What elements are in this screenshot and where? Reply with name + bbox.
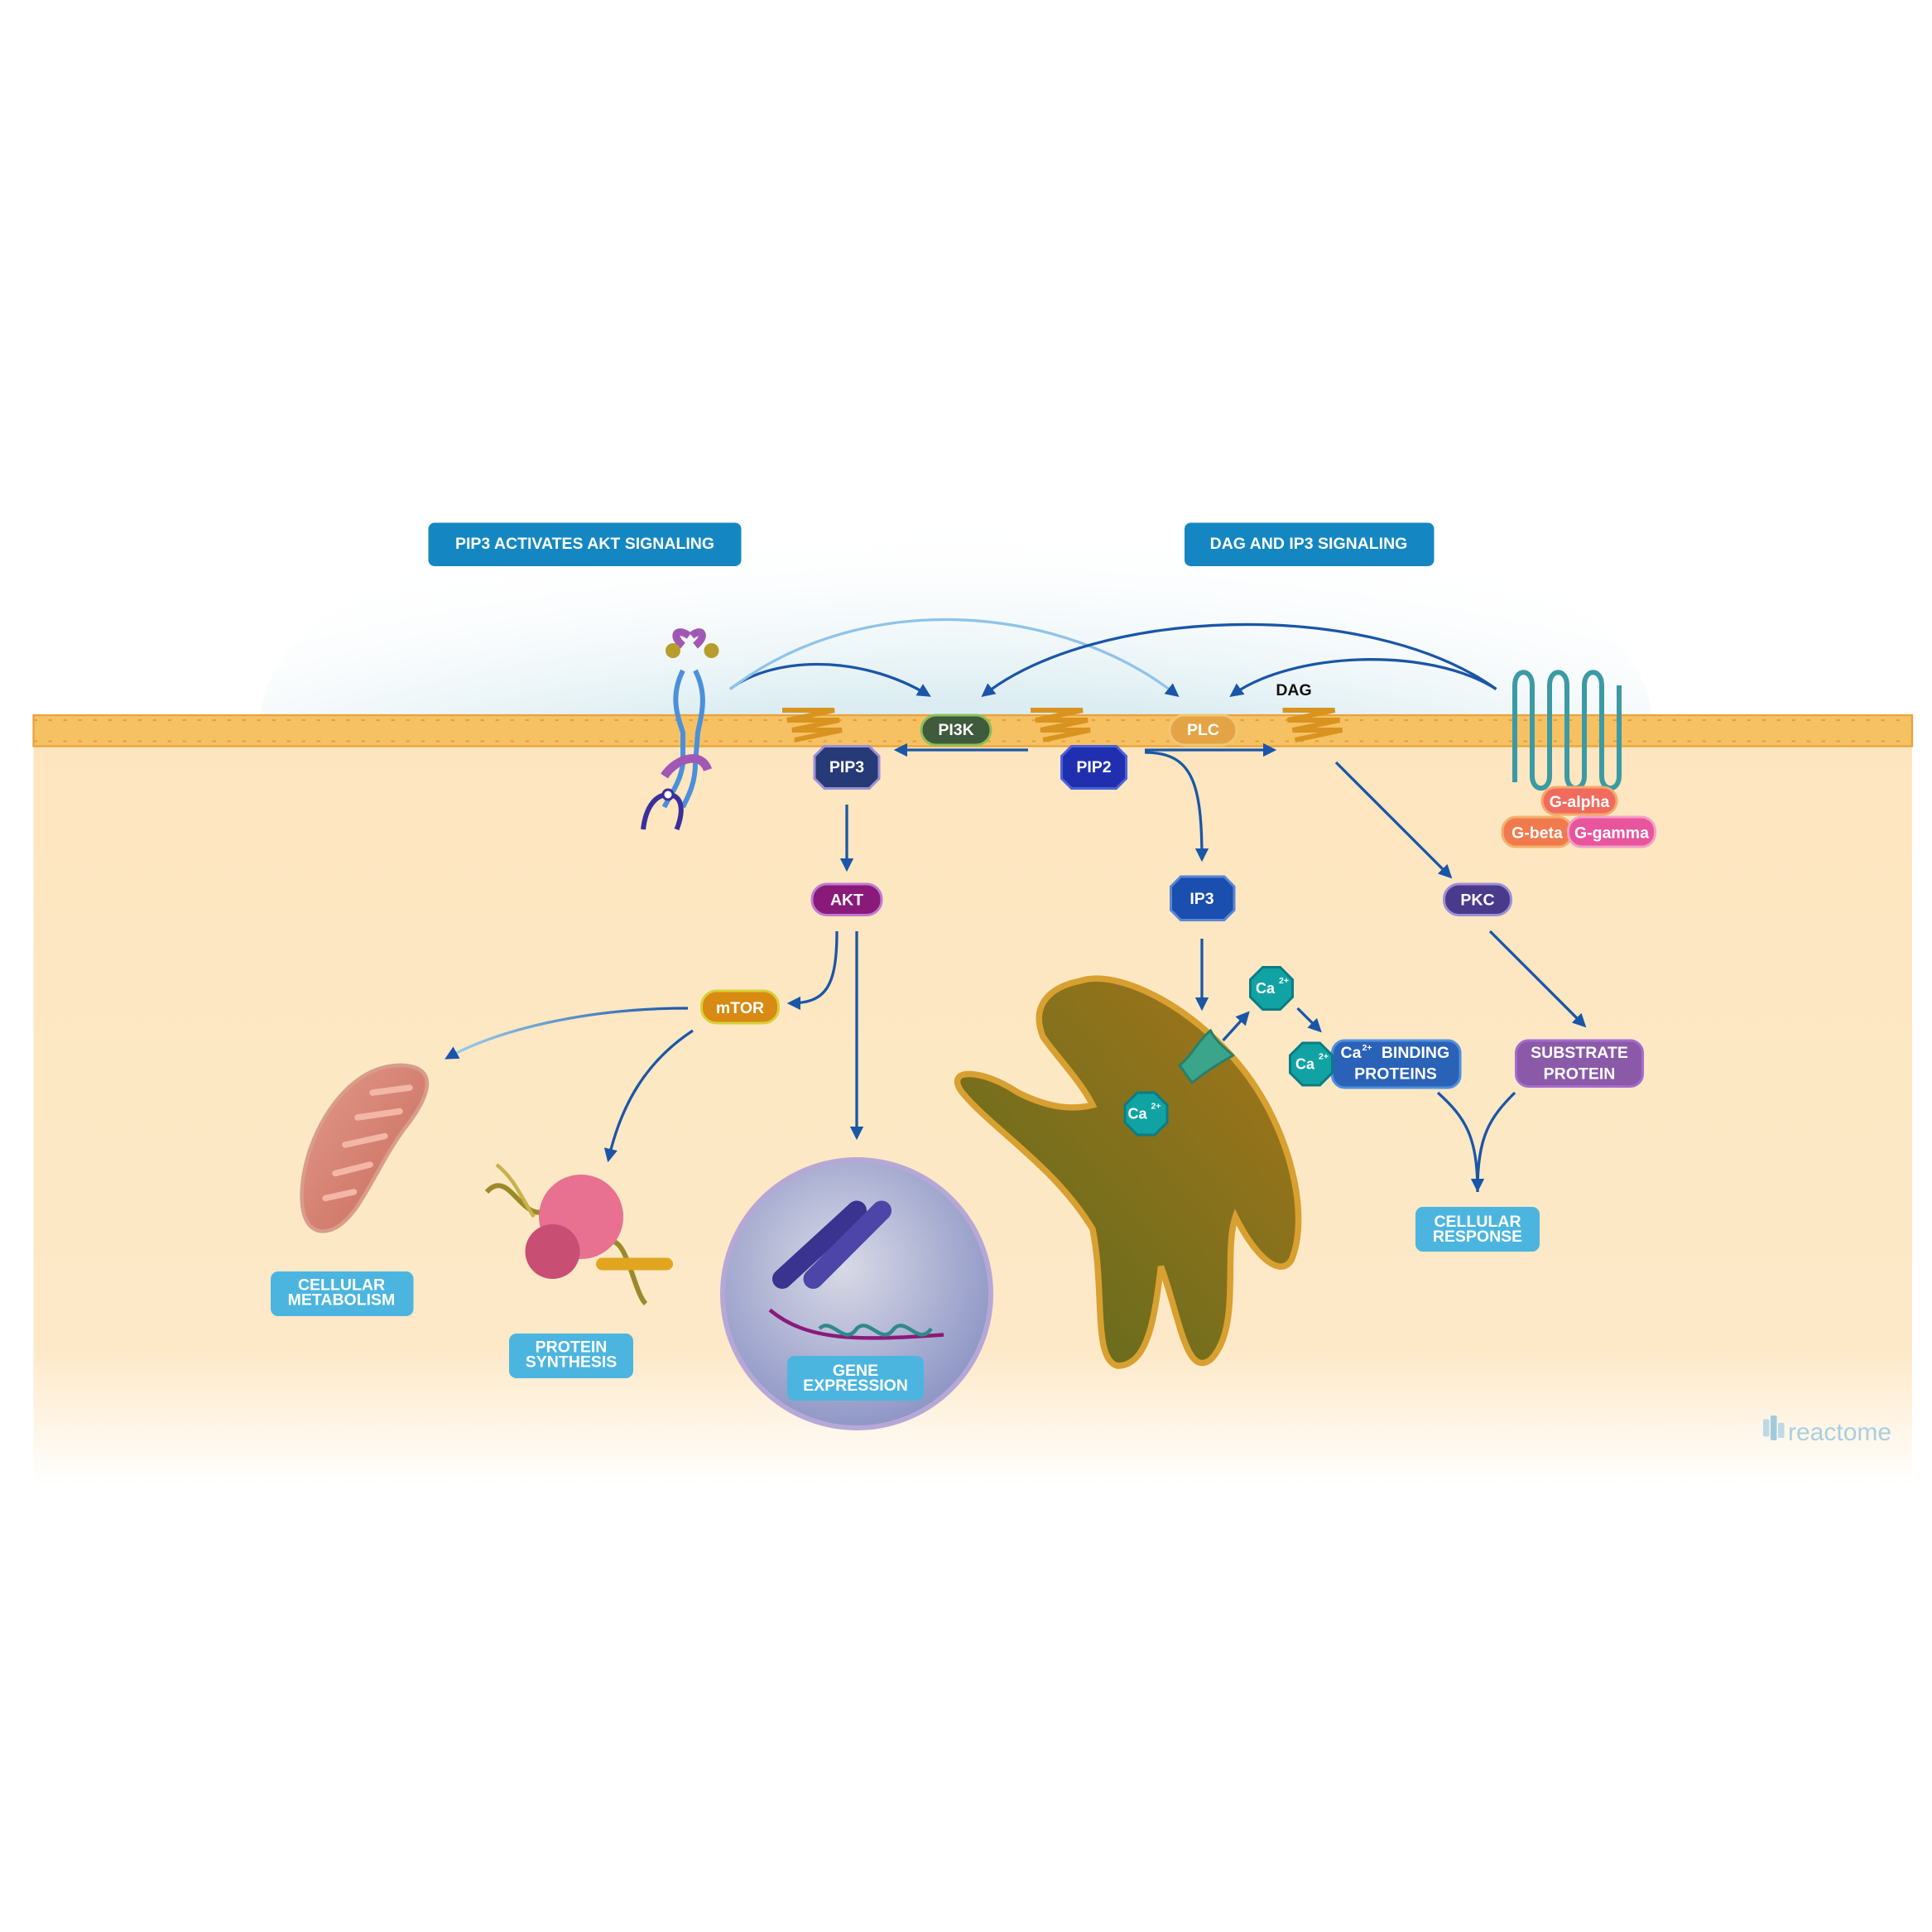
header-left: PIP3 ACTIVATES AKT SIGNALING: [455, 535, 714, 553]
label-dag: DAG: [1276, 681, 1311, 699]
node-mtor[interactable]: [700, 989, 780, 1025]
label-g-beta: G-beta: [1511, 824, 1563, 843]
label-substrate-line2: PROTEIN: [1544, 1065, 1616, 1084]
arrow-pip2-ip3: [1144, 751, 1209, 863]
svg-text:2+: 2+: [1151, 1102, 1161, 1112]
ca-ion-cytosol: Ca 2+: [1249, 966, 1294, 1011]
outcome-synthesis-line2: SYNTHESIS: [526, 1353, 618, 1372]
label-plc: PLC: [1187, 721, 1219, 739]
label-g-gamma: G-gamma: [1574, 824, 1649, 843]
ca-binding-charge: 2+: [1362, 1043, 1372, 1053]
reactome-logo-text: reactome: [1788, 1419, 1891, 1446]
arrow-channel-ca: [1222, 1011, 1250, 1042]
node-g-gamma[interactable]: [1567, 815, 1656, 848]
arrow-rtk-plc: [729, 618, 1180, 698]
label-pi3k: PI3K: [938, 721, 973, 739]
outcome-metabolism-bg: [271, 1271, 414, 1316]
svg-text:Ca: Ca: [1256, 980, 1276, 997]
header-right: DAG AND IP3 SIGNALING: [1210, 535, 1408, 553]
label-pip2: PIP2: [1076, 758, 1111, 776]
outcome-synthesis-line1: PROTEIN: [536, 1338, 608, 1357]
outcome-metabolism-line1: CELLULAR: [298, 1276, 385, 1295]
node-pip3[interactable]: [813, 745, 881, 790]
arrow-mtor-ribosome: [603, 1029, 694, 1163]
ip3-receptor-channel-icon: [1177, 1028, 1235, 1085]
outcome-synthesis-bg: [509, 1334, 633, 1378]
node-pkc[interactable]: [1443, 882, 1512, 916]
arrow-akt-mtor: [786, 930, 839, 1011]
node-ip3[interactable]: [1170, 875, 1236, 921]
reactome-logo: reactome: [1763, 1415, 1891, 1446]
cytoplasm: [33, 743, 1912, 1485]
header-left-bg: [428, 522, 742, 566]
receptor-tyrosine-kinase: [641, 628, 719, 831]
label-ca-binding-line2: PROTEINS: [1354, 1065, 1437, 1084]
node-g-alpha[interactable]: [1540, 786, 1618, 816]
label-akt: AKT: [830, 892, 863, 910]
arrow-dag-pkc: [1334, 761, 1453, 879]
label-ca-binding-line1: BINDING: [1382, 1044, 1449, 1062]
label-pkc: PKC: [1460, 892, 1494, 910]
svg-text:Ca: Ca: [1295, 1056, 1315, 1073]
outcome-gene-line1: GENE: [833, 1362, 878, 1380]
label-mtor: mTOR: [716, 999, 764, 1017]
outcome-response-line1: CELLULAR: [1434, 1213, 1521, 1231]
ca-ion-er: Ca 2+: [1123, 1091, 1169, 1137]
arrow-rtk-pi3k: [728, 662, 931, 697]
ribosome-icon: [484, 1163, 673, 1306]
svg-text:Ca: Ca: [1127, 1106, 1147, 1122]
node-akt[interactable]: [810, 882, 883, 916]
endoplasmic-reticulum-icon: [954, 975, 1302, 1369]
svg-text:2+: 2+: [1279, 976, 1289, 986]
node-plc[interactable]: [1168, 714, 1238, 747]
svg-text:2+: 2+: [1319, 1052, 1329, 1062]
header-right-bg: [1185, 522, 1435, 566]
arrow-gpcr-pi3k: [981, 622, 1497, 698]
lipid-pip3-membrane: [782, 708, 843, 743]
label-g-alpha: G-alpha: [1550, 793, 1610, 811]
ca-binding-prefix: Ca: [1341, 1044, 1362, 1062]
outcome-response-bg: [1415, 1207, 1540, 1252]
outcome-gene-bg: [787, 1356, 924, 1401]
gpcr-receptor: [1512, 670, 1622, 791]
label-ip3: IP3: [1189, 890, 1214, 908]
lipid-pip2-membrane: [1031, 708, 1091, 743]
arrow-pkc-substrate: [1488, 930, 1587, 1028]
ca-ion-bound: Ca 2+: [1289, 1041, 1334, 1087]
outcome-gene-line2: EXPRESSION: [803, 1377, 908, 1395]
label-pip3: PIP3: [829, 758, 864, 776]
outcome-metabolism-line2: METABOLISM: [288, 1291, 396, 1310]
label-substrate-line1: SUBSTRATE: [1531, 1044, 1628, 1062]
arrow-ca-binding: [1296, 1007, 1322, 1033]
arrow-mtor-mitochondrion: [445, 1007, 689, 1060]
node-pi3k[interactable]: [920, 714, 992, 747]
node-pip2[interactable]: [1060, 745, 1127, 790]
outcome-response-line2: RESPONSE: [1433, 1228, 1522, 1246]
lipid-dag-membrane: [1282, 708, 1343, 743]
arrow-gpcr-plc: [1229, 658, 1497, 697]
node-substrate-protein[interactable]: [1515, 1039, 1644, 1088]
arrow-to-cellular-response: [1436, 1091, 1516, 1192]
mitochondrion-icon: [300, 1063, 430, 1233]
